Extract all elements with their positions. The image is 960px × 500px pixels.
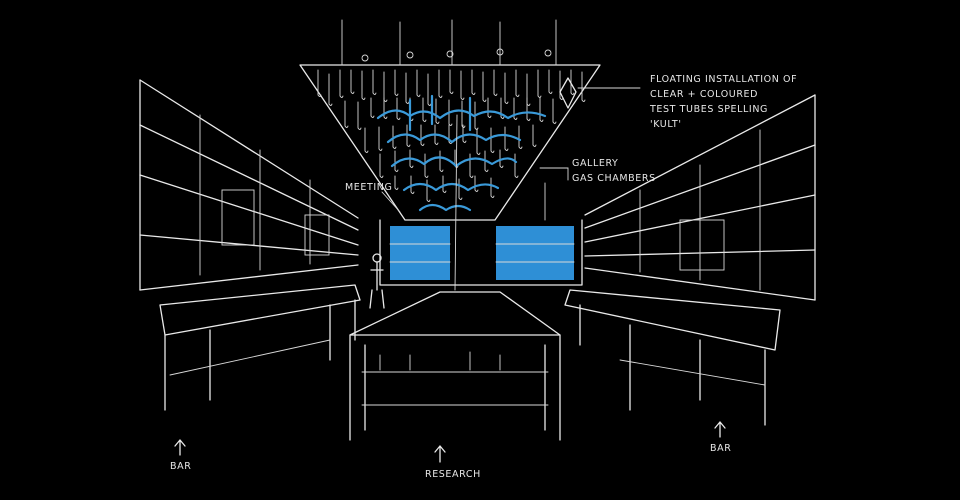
- test-tube: [361, 70, 366, 100]
- test-tube: [434, 124, 439, 145]
- test-tube: [339, 69, 344, 98]
- test-tube: [476, 128, 481, 155]
- test-tube: [396, 97, 401, 120]
- test-tube: [370, 97, 375, 118]
- installation-line-4: 'KULT': [650, 119, 682, 130]
- installation-note: Floating installation of clear + coloure…: [649, 74, 797, 130]
- test-tube: [448, 99, 453, 126]
- test-tube: [487, 97, 492, 118]
- direction-bar-right: Bar: [710, 420, 731, 454]
- test-tube: [344, 100, 349, 128]
- installation-line-1: Floating installation of: [650, 74, 797, 85]
- test-tube: [474, 175, 479, 192]
- test-tube: [460, 70, 465, 100]
- left-bench: [159, 284, 361, 411]
- test-tube: [539, 97, 544, 122]
- test-tube: [372, 69, 377, 95]
- test-tube: [405, 72, 410, 104]
- test-tube: [394, 69, 399, 96]
- gas-chambers-windows: [379, 219, 583, 286]
- test-tube: [526, 97, 531, 121]
- test-tube: [515, 69, 520, 97]
- up-arrow-icon: [174, 438, 186, 456]
- test-tube: [424, 153, 429, 178]
- test-tube: [439, 150, 444, 172]
- test-tube: [493, 69, 498, 96]
- test-tube: [462, 124, 467, 143]
- test-tube: [364, 127, 369, 153]
- test-tube: [581, 71, 586, 102]
- test-tube: [410, 175, 415, 194]
- test-tube: [427, 73, 432, 106]
- test-tube: [490, 177, 495, 198]
- gallery-label: Gallery: [572, 158, 618, 169]
- test-tube: [394, 175, 399, 190]
- test-tube: [461, 100, 466, 128]
- test-tube: [394, 150, 399, 172]
- test-tube: [328, 73, 333, 106]
- up-arrow-icon: [714, 420, 726, 438]
- test-tube: [357, 101, 362, 130]
- test-tube: [317, 69, 322, 97]
- test-tube: [442, 175, 447, 193]
- direction-bar-left: Bar: [170, 438, 191, 472]
- direction-research: Research: [425, 444, 481, 480]
- test-tube: [482, 71, 487, 102]
- test-tube: [513, 97, 518, 120]
- test-tube: [548, 69, 553, 94]
- test-tube: [449, 69, 454, 94]
- test-tube: [552, 98, 557, 124]
- test-tube: [471, 69, 476, 95]
- test-tube: [458, 178, 463, 200]
- test-tube: [416, 69, 421, 97]
- ceiling-frame: [299, 19, 601, 221]
- hanging-rod: [454, 114, 458, 291]
- crystal-ornament: [559, 77, 577, 109]
- bar-right-label: Bar: [710, 443, 731, 454]
- right-bench: [564, 289, 781, 426]
- person-figure: [369, 253, 385, 309]
- test-tube: [537, 69, 542, 98]
- test-tube: [426, 179, 431, 202]
- test-tube: [350, 69, 355, 94]
- meeting-label: Meeting: [345, 182, 392, 193]
- test-tube: [420, 124, 425, 146]
- research-label: Research: [425, 469, 481, 480]
- test-tubes-clear: [317, 69, 586, 202]
- test-tube: [570, 69, 575, 95]
- test-tube: [514, 153, 519, 178]
- test-tube: [490, 127, 495, 153]
- test-tube: [499, 149, 504, 168]
- test-tube: [504, 72, 509, 104]
- test-tube: [422, 97, 427, 122]
- bar-left-label: Bar: [170, 461, 191, 472]
- test-tube: [504, 126, 509, 151]
- installation-line-3: test tubes spelling: [649, 104, 768, 115]
- test-tube: [435, 98, 440, 124]
- test-tube: [500, 97, 505, 119]
- test-tube: [379, 153, 384, 178]
- central-island: [349, 291, 561, 441]
- test-tube: [383, 97, 388, 119]
- test-tube: [438, 69, 443, 98]
- test-tube: [532, 124, 537, 147]
- test-tube: [409, 149, 414, 168]
- test-tube: [378, 126, 383, 151]
- test-tube: [518, 125, 523, 149]
- right-shelving: [584, 94, 816, 301]
- test-tube: [406, 124, 411, 147]
- installation-line-2: clear + coloured: [650, 89, 758, 100]
- up-arrow-icon: [434, 444, 446, 463]
- gas-chambers-label: Gas chambers: [572, 173, 656, 184]
- test-tube: [392, 125, 397, 149]
- test-tube: [484, 150, 489, 172]
- test-tube: [469, 153, 474, 178]
- annotation-leaders: [381, 87, 641, 221]
- left-shelving: [139, 79, 359, 291]
